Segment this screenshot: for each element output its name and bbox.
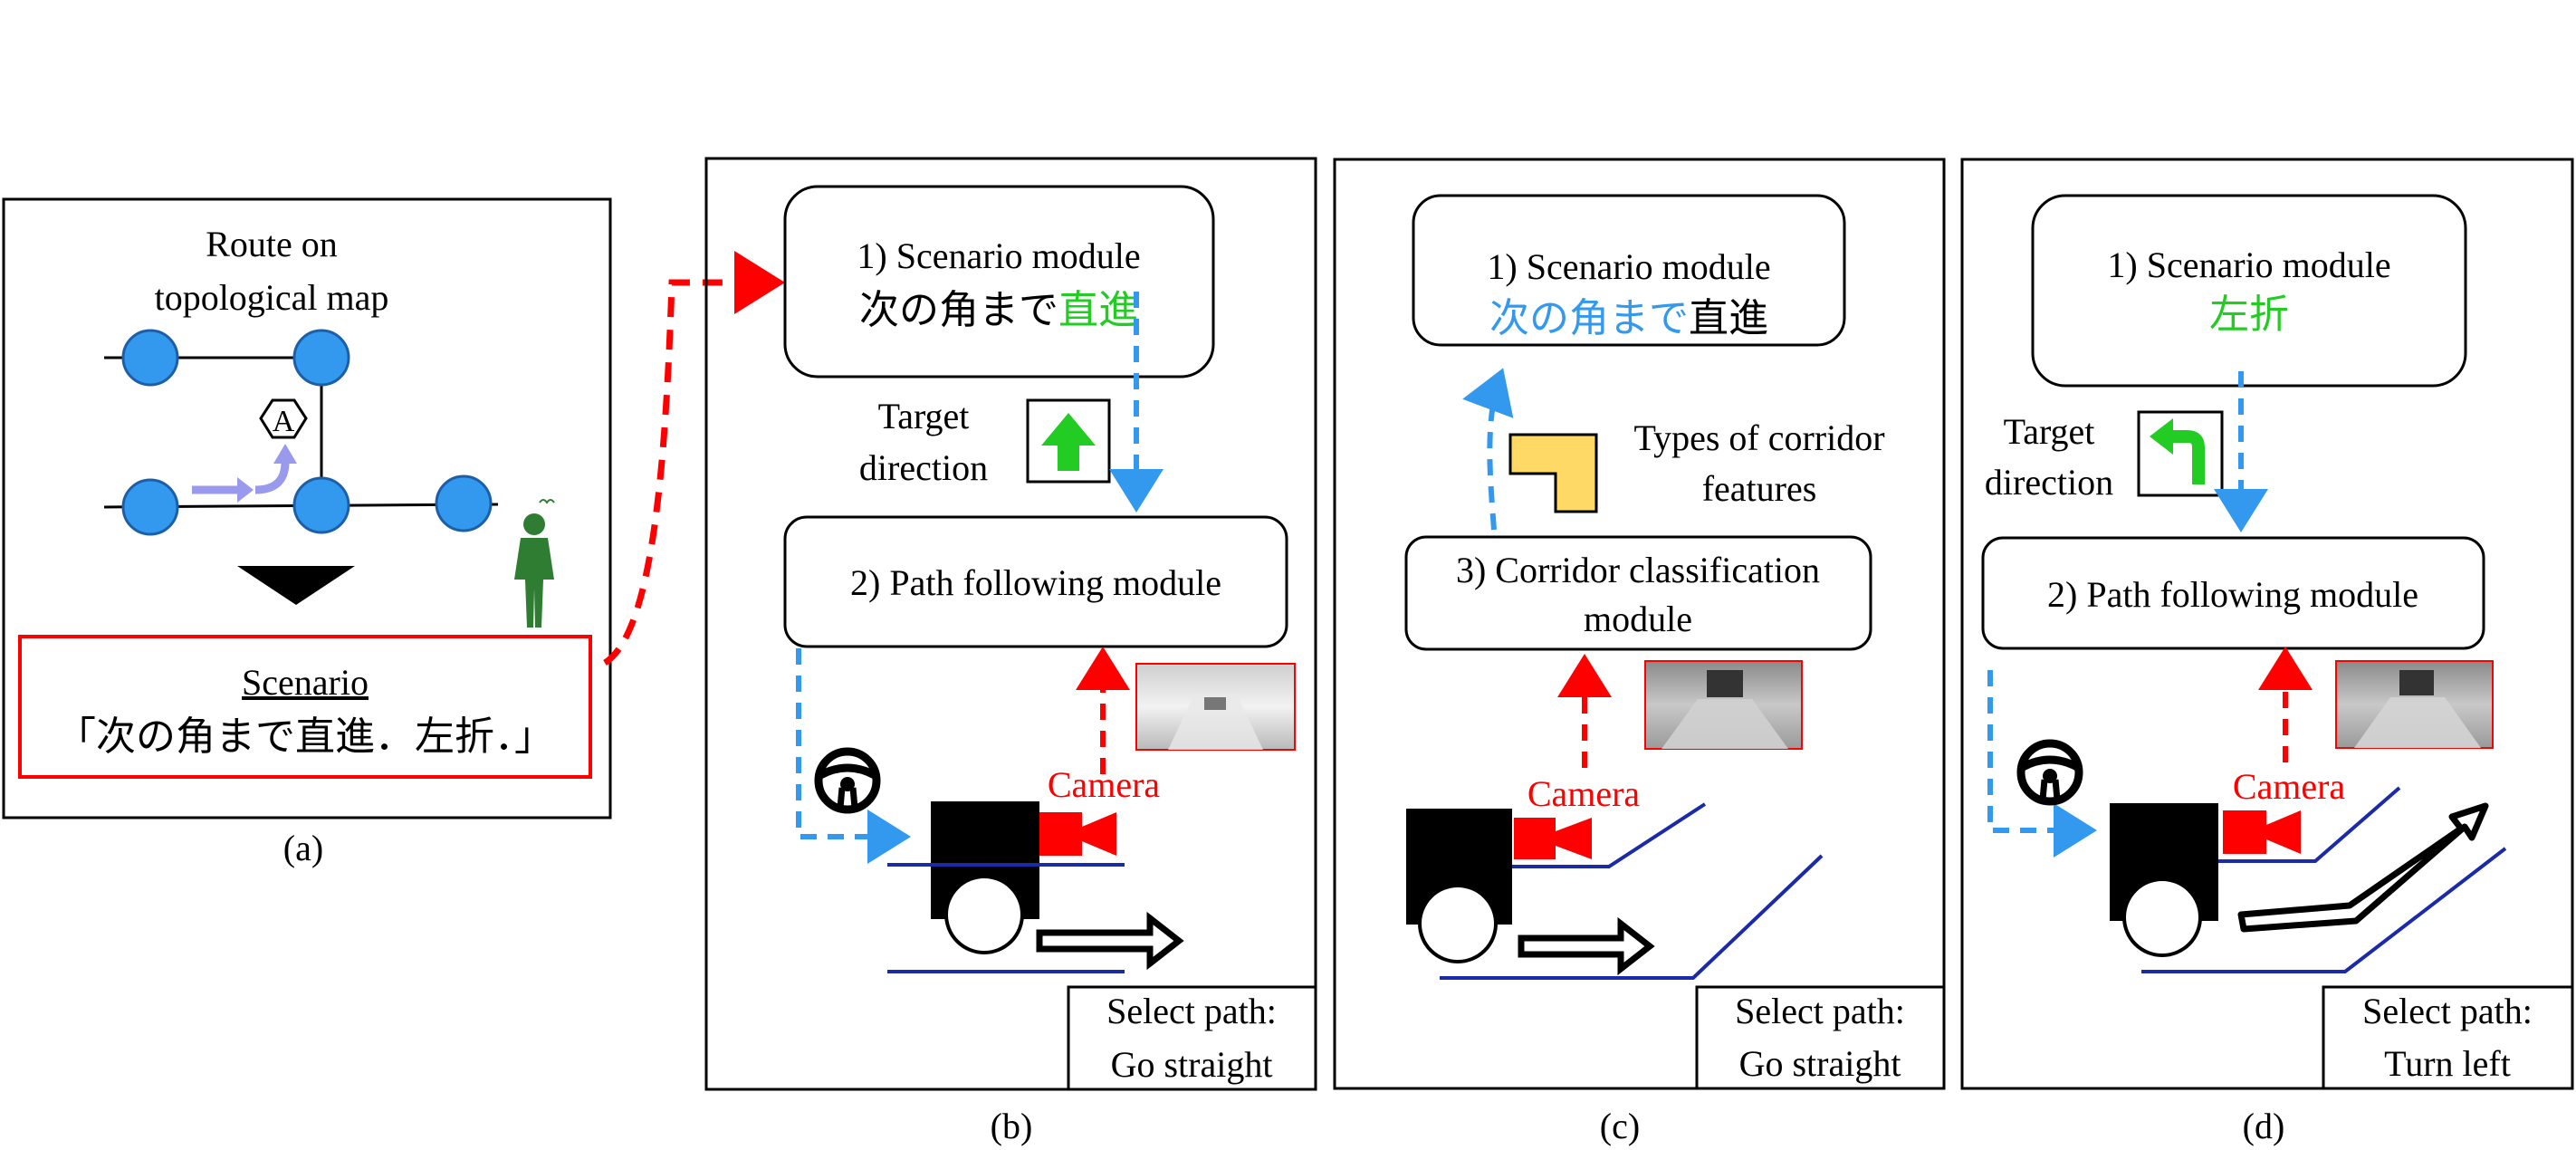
scenario-module-box [2031,194,2467,388]
map-node [121,478,179,536]
select-path-box [1067,985,1317,1091]
caption-d: (d) [2243,1106,2285,1146]
scenario-module-title: 1) Scenario module [1487,246,1770,287]
select-path-label: Select path: [1735,991,1905,1031]
map-node [292,476,350,534]
scenario-box [18,635,592,779]
corridor-wall [1512,802,1707,868]
scenario-text: 「次の角まで直進．左折．」 [56,714,554,760]
panel-d: 1) Scenario module 左折 Target direction 2… [1960,158,2574,1146]
target-direction-line2: direction [859,447,988,488]
corridor-wall [2141,847,2507,973]
caption-b: (b) [991,1106,1033,1146]
topological-map: A [103,329,499,536]
path-following-module-box [783,515,1288,648]
camera-icon [1514,818,1592,859]
target-direction-line1: Target [878,396,970,436]
scenario-module-title: 1) Scenario module [2107,244,2390,285]
select-path-box [1695,985,1946,1090]
route-title-line2: topological map [155,277,389,318]
corridor-classification-title-line1: 3) Corridor classification [1456,550,1820,590]
panel-c: 1) Scenario module 次の角まで直進 Types of corr… [1333,158,1946,1146]
select-path-value: Go straight [1739,1043,1901,1084]
caption-a: (a) [283,828,323,868]
map-node [121,329,179,387]
camera-icon [1039,812,1116,856]
up-arrow-icon [1041,413,1096,471]
robot-icon [2110,803,2218,957]
selected-path-arrow [2237,802,2489,933]
left-turn-arrow-icon [2150,418,2205,484]
down-triangle-icon [237,566,355,605]
target-direction-line1: Target [2004,411,2095,452]
corridor-features-line1: Types of corridor [1633,417,1884,458]
scenario-module-instruction: 次の角まで直進 [859,287,1138,333]
path-following-module-title: 2) Path following module [2047,574,2418,615]
path-following-module-box [1981,536,2485,650]
select-path-value: Go straight [1111,1044,1273,1085]
scenario-module-title: 1) Scenario module [857,235,1140,276]
corridor-wall [2218,786,2401,863]
robot-icon [931,801,1039,954]
selected-path-arrow [1036,911,1184,971]
panel-b-frame [704,157,1317,1091]
control-arrow [1987,670,2097,858]
panel-c-frame [1333,158,1946,1090]
corridor-features-line2: features [1702,468,1817,509]
person-icon [514,499,555,628]
select-path-label: Select path: [2362,991,2533,1031]
scenario-to-module-arrow [603,251,785,666]
panel-a: Route on topological map A [2,197,612,868]
corridor-classification-module-box [1404,535,1872,651]
route-turn-arrow [254,461,290,494]
scenario-label: Scenario [242,662,369,703]
select-path-value: Turn left [2384,1043,2511,1084]
classification-to-scenario-arrow [1462,368,1514,531]
robot-icon [1406,809,1512,963]
corridor-corner-icon [1508,433,1598,513]
scenario-module-box [783,185,1215,379]
target-direction-line2: direction [1985,462,2113,503]
scenario-module-instruction: 次の角まで直進 [1489,295,1768,341]
caption-c: (c) [1600,1106,1640,1146]
scenario-module-box [1412,194,1846,347]
camera-label: Camera [1527,773,1641,814]
landmark-hexagon [259,398,308,439]
selected-path-arrow [1518,916,1655,976]
control-arrow [796,648,911,864]
select-path-label: Select path: [1106,991,1277,1031]
panel-b: 1) Scenario module 次の角まで直進 Target direct… [704,157,1317,1146]
select-path-box [2322,985,2574,1090]
scenario-module-instruction: 左折 [2209,292,2289,338]
path-following-module-title: 2) Path following module [850,562,1221,603]
corridor-wall [1440,854,1824,980]
steering-wheel-icon [2016,739,2083,806]
camera-label: Camera [1048,764,1161,805]
map-node [435,474,493,532]
panel-d-frame [1960,158,2574,1090]
camera-icon [2223,810,2301,854]
map-node [292,329,350,387]
route-title-line1: Route on [206,224,338,264]
target-direction-box [2137,410,2224,497]
corridor-classification-title-line2: module [1584,599,1692,639]
landmark-label: A [273,405,295,438]
panel-a-frame [2,197,612,819]
steering-wheel-icon [814,747,881,814]
camera-label: Camera [2233,766,2346,807]
